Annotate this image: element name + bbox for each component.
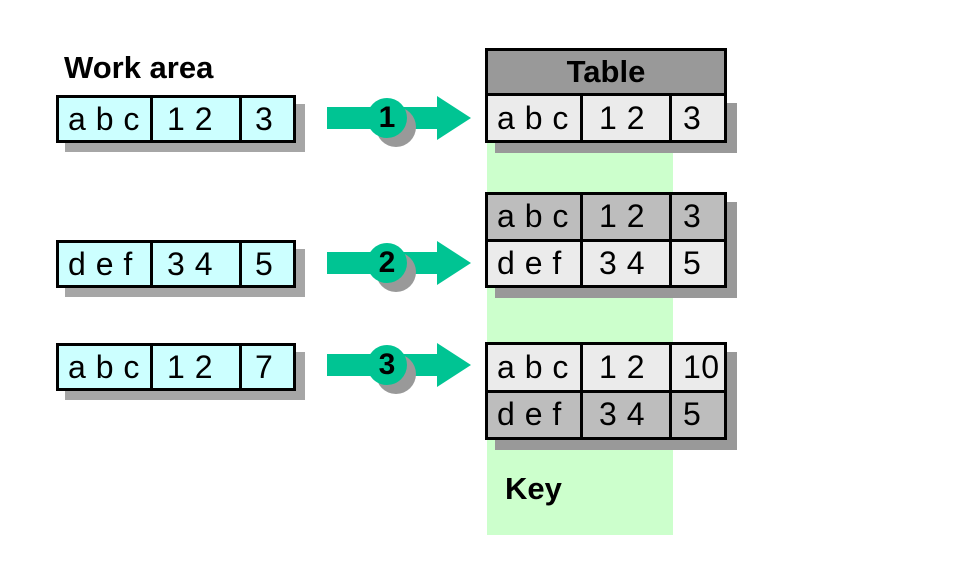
table-cell: 1 2 — [583, 195, 672, 239]
arrow-head-icon — [437, 241, 471, 285]
row-cell: d e f — [59, 243, 153, 285]
table-cell: 3 4 — [583, 241, 672, 285]
table-cell: 5 — [683, 396, 702, 433]
table-cell: 5 — [683, 244, 702, 281]
table-cell: 1 2 — [583, 96, 672, 140]
table-cell: 10 — [683, 348, 720, 385]
work-row-1: a b c 1 2 3 — [56, 95, 296, 143]
table-header: Table — [485, 48, 727, 93]
work-area-title: Work area — [64, 50, 214, 85]
row-cell: a b c — [59, 98, 153, 140]
row-cell: 7 — [255, 348, 274, 385]
table-cell: 3 — [683, 99, 702, 136]
table-row: a b c 1 2 3 — [488, 96, 724, 140]
table-cell: a b c — [488, 195, 583, 239]
row-cell: a b c — [59, 346, 153, 388]
work-row-2: d e f 3 4 5 — [56, 240, 296, 288]
table-cell: 3 4 — [583, 392, 672, 437]
table-cell: 1 2 — [583, 345, 672, 390]
step-arrow-2: 2 — [327, 241, 477, 297]
table-cell: a b c — [488, 96, 583, 140]
step-number-badge: 3 — [367, 345, 407, 385]
arrow-head-icon — [437, 96, 471, 140]
table-cell: a b c — [488, 345, 583, 390]
table-row: d e f 3 4 5 — [488, 389, 724, 437]
step-arrow-3: 3 — [327, 343, 477, 399]
table-cell: d e f — [488, 392, 583, 437]
arrow-head-icon — [437, 343, 471, 387]
step-arrow-1: 1 — [327, 96, 477, 152]
table-cell: d e f — [488, 241, 583, 285]
table-state-2: a b c 1 2 3 d e f 3 4 5 — [485, 192, 727, 288]
row-cell: 3 4 — [153, 243, 242, 285]
table-state-1: a b c 1 2 3 — [485, 93, 727, 143]
table-row: a b c 1 2 10 — [488, 345, 724, 390]
row-cell: 1 2 — [153, 346, 242, 388]
table-title: Table — [566, 54, 646, 89]
table-row: a b c 1 2 3 — [488, 195, 724, 239]
work-row-3: a b c 1 2 7 — [56, 343, 296, 391]
key-label: Key — [505, 471, 562, 506]
table-state-3: a b c 1 2 10 d e f 3 4 5 — [485, 342, 727, 440]
table-row: d e f 3 4 5 — [488, 238, 724, 285]
row-cell: 3 — [255, 100, 274, 137]
step-number-badge: 2 — [367, 243, 407, 283]
row-cell: 5 — [255, 245, 274, 282]
row-cell: 1 2 — [153, 98, 242, 140]
step-number-badge: 1 — [367, 98, 407, 138]
table-cell: 3 — [683, 198, 702, 235]
